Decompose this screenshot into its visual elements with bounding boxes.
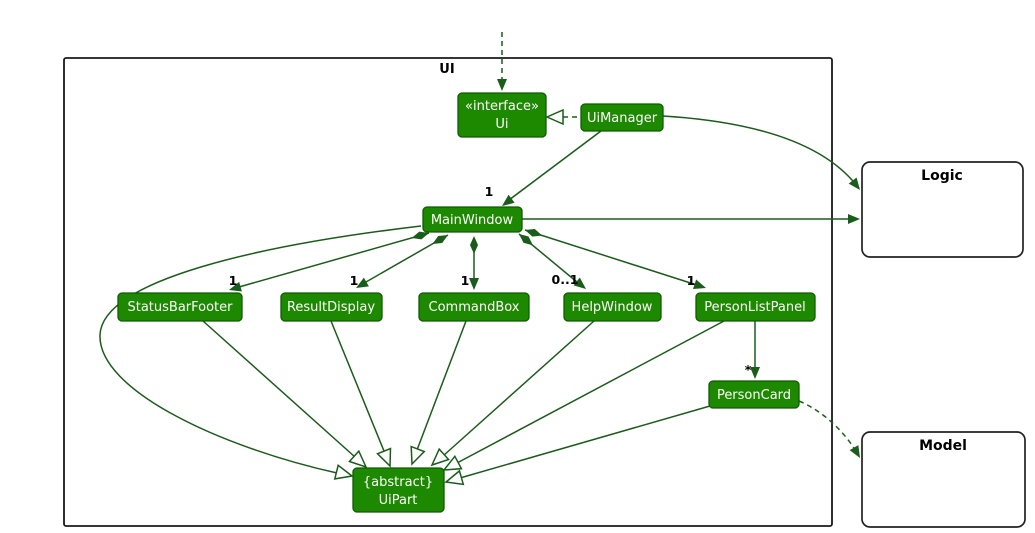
edge-uimanager-mainwindow [504, 130, 602, 204]
arrowhead-commandbox-icon [469, 278, 479, 290]
arrowhead-dependency-ui-icon [497, 79, 507, 91]
class-box-ui-interface [457, 92, 547, 138]
class-box-personlistpanel [695, 292, 816, 322]
arrowhead-model-icon [849, 445, 860, 458]
edge-personcard-model [798, 400, 858, 454]
composition-diamond-helpwindow-icon [519, 234, 533, 246]
ui-package-frame [63, 57, 833, 527]
multiplicity-statusbarfooter: 1 [229, 273, 238, 288]
multiplicity-personcard: * [745, 362, 752, 377]
component-box-model [861, 431, 1026, 528]
inheritance-triangle-mainwindow-icon [333, 464, 354, 480]
class-box-uipart [352, 467, 445, 513]
class-stereotype-ui: «interface» [465, 99, 539, 114]
class-box-helpwindow [563, 292, 662, 322]
ui-package-label: UI [439, 62, 454, 77]
class-label-commandbox: CommandBox [429, 300, 520, 315]
multiplicity-mainwindow: 1 [485, 184, 494, 199]
arrowhead-statusbarfooter-icon [229, 281, 242, 292]
inheritance-triangle-helpwindow-icon [430, 447, 450, 467]
inheritance-triangle-personcard-icon [444, 469, 465, 486]
arrowhead-resultdisplay-icon [356, 277, 369, 288]
inheritance-triangle-commandbox-icon [410, 445, 426, 466]
arrowhead-helpwindow-icon [573, 277, 586, 289]
component-label-model: Model [919, 438, 967, 454]
class-label-resultdisplay: ResultDisplay [287, 300, 375, 315]
inheritance-triangle-personlistpanel-icon [442, 454, 463, 471]
class-label-uipart: UiPart [379, 493, 418, 508]
arrowhead-logic-lower-icon [848, 214, 860, 224]
edge-personlistpanel-uipart [456, 320, 725, 464]
inheritance-triangle-resultdisplay-icon [376, 447, 392, 468]
arrowhead-logic-upper-icon [848, 177, 860, 190]
component-label-logic: Logic [921, 168, 963, 184]
edge-resultdisplay-uipart [330, 320, 385, 452]
component-box-logic [861, 161, 1024, 258]
class-box-personcard [708, 380, 800, 409]
class-label-mainwindow: MainWindow [431, 213, 514, 228]
composition-diamond-personlistpanel-icon [525, 228, 543, 237]
multiplicity-commandbox: 1 [461, 273, 470, 288]
class-box-mainwindow [422, 206, 523, 233]
edge-mainwindow-uipart [99, 225, 422, 474]
edge-personcard-uipart [459, 405, 711, 479]
arrowhead-personcard-icon [750, 367, 760, 379]
multiplicity-personlistpanel: 1 [687, 273, 696, 288]
class-modifier-uipart: {abstract} [363, 475, 433, 490]
class-box-commandbox [418, 292, 530, 322]
edge-mainwindow-personlistpanel [524, 229, 704, 288]
arrowhead-personlistpanel-icon [693, 279, 706, 290]
composition-diamond-commandbox-icon [470, 236, 478, 254]
multiplicity-resultdisplay: 1 [350, 273, 359, 288]
edge-statusbarfooter-uipart [202, 320, 356, 458]
multiplicity-helpwindow: 0..1 [552, 272, 579, 287]
composition-diamond-resultdisplay-icon [432, 235, 448, 244]
class-label-uimanager: UiManager [587, 111, 658, 126]
edge-mainwindow-statusbarfooter [231, 232, 430, 290]
edge-helpwindow-uipart [442, 320, 595, 457]
class-box-statusbarfooter [117, 292, 243, 322]
class-label-ui: Ui [495, 117, 508, 132]
class-box-uimanager [580, 103, 664, 132]
arrowhead-mainwindow-icon [502, 194, 515, 206]
class-label-personlistpanel: PersonListPanel [704, 300, 805, 315]
composition-diamond-statusbarfooter-icon [411, 231, 429, 240]
class-label-personcard: PersonCard [717, 388, 791, 403]
class-label-statusbarfooter: StatusBarFooter [127, 300, 233, 315]
edge-commandbox-uipart [416, 320, 467, 451]
inheritance-triangle-statusbarfooter-icon [348, 449, 368, 469]
inheritance-triangle-ui-icon [545, 108, 564, 126]
edge-uimanager-logic [662, 115, 858, 187]
class-label-helpwindow: HelpWindow [572, 300, 653, 315]
class-box-resultdisplay [280, 292, 383, 322]
